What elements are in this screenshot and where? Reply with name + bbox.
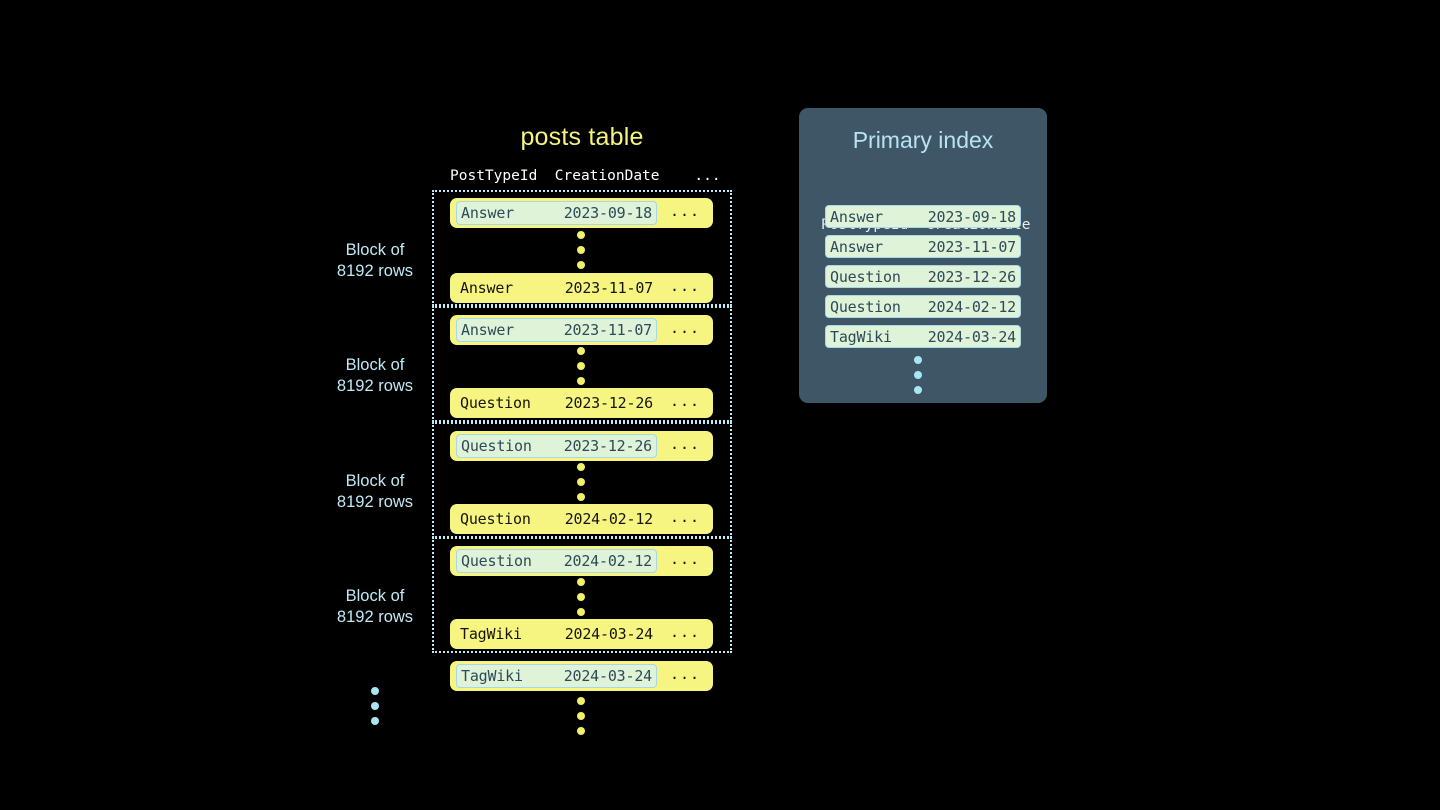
block-container-4 [432, 537, 732, 653]
row-creation-date: 2024-02-12 [564, 510, 654, 528]
row-post-type-id: TagWiki [461, 667, 523, 685]
table-row: Question 2023-12-26 ... [450, 388, 713, 418]
row-creation-date: 2024-03-24 [563, 667, 653, 685]
index-entry: Question 2023-12-26 [825, 265, 1021, 288]
ellipsis-dot [577, 362, 585, 370]
table-trailing-ellipsis-dots [577, 697, 585, 735]
posts-table-title: posts table [520, 123, 644, 151]
blocks-continuation-ellipsis-dots [371, 687, 379, 725]
index-entry-creation-date: 2023-09-18 [927, 207, 1017, 226]
table-row: Question 2024-02-12 ... [450, 504, 713, 534]
row-key-box: Question 2024-02-12 [456, 507, 657, 531]
row-post-type-id: Question [460, 394, 531, 412]
row-post-type-id: Answer [460, 279, 513, 297]
index-entry: Answer 2023-09-18 [825, 205, 1021, 228]
index-entry-creation-date: 2024-03-24 [927, 327, 1017, 346]
primary-index-ellipsis-dots [914, 356, 922, 394]
ellipsis-dot [371, 687, 379, 695]
row-key-box: TagWiki 2024-03-24 [456, 664, 657, 688]
row-more-columns: ... [669, 549, 701, 568]
ellipsis-dot [577, 246, 585, 254]
row-key-box: Answer 2023-11-07 [456, 276, 657, 300]
primary-index-panel: Primary index PostTypeId CreationDate An… [799, 108, 1047, 403]
table-row: Question 2023-12-26 ... [450, 431, 713, 461]
ellipsis-dot [914, 386, 922, 394]
index-entry-creation-date: 2024-02-12 [927, 297, 1017, 316]
row-creation-date: 2023-11-07 [563, 321, 653, 339]
row-key-box: Question 2023-12-26 [456, 391, 657, 415]
table-row-trailing: TagWiki 2024-03-24 ... [450, 661, 713, 691]
ellipsis-dot [577, 697, 585, 705]
row-key-box: Question 2024-02-12 [456, 549, 657, 573]
index-entry-post-type-id: Question [830, 297, 901, 316]
index-entry-creation-date: 2023-11-07 [927, 237, 1017, 256]
table-row: Question 2024-02-12 ... [450, 546, 713, 576]
row-creation-date: 2023-11-07 [564, 279, 654, 297]
row-post-type-id: Answer [461, 321, 514, 339]
ellipsis-dot [914, 356, 922, 364]
row-ellipsis-dots-3 [577, 463, 585, 501]
ellipsis-dot [577, 593, 585, 601]
index-entry-creation-date: 2023-12-26 [927, 267, 1017, 286]
index-entry-post-type-id: Answer [830, 207, 883, 226]
row-post-type-id: Question [460, 510, 531, 528]
row-creation-date: 2023-09-18 [563, 204, 653, 222]
block-label-3: Block of 8192 rows [336, 472, 414, 511]
index-entry: TagWiki 2024-03-24 [825, 325, 1021, 348]
posts-table-column-headers: PostTypeId CreationDate ... [450, 168, 721, 184]
row-more-columns: ... [669, 664, 701, 683]
row-post-type-id: Question [461, 552, 532, 570]
row-key-box: Answer 2023-11-07 [456, 318, 657, 342]
ellipsis-dot [577, 478, 585, 486]
table-row: Answer 2023-11-07 ... [450, 273, 713, 303]
ellipsis-dot [914, 371, 922, 379]
ellipsis-dot [371, 717, 379, 725]
row-more-columns: ... [669, 507, 701, 526]
row-creation-date: 2023-12-26 [564, 394, 654, 412]
ellipsis-dot [577, 493, 585, 501]
row-more-columns: ... [669, 276, 701, 295]
row-ellipsis-dots-2 [577, 347, 585, 385]
ellipsis-dot [577, 377, 585, 385]
ellipsis-dot [371, 702, 379, 710]
primary-index-title: Primary index [852, 127, 994, 153]
row-more-columns: ... [669, 201, 701, 220]
ellipsis-dot [577, 347, 585, 355]
index-entry-post-type-id: TagWiki [830, 327, 892, 346]
row-more-columns: ... [669, 391, 701, 410]
row-key-box: Question 2023-12-26 [456, 434, 657, 458]
block-container-1 [432, 190, 732, 306]
row-more-columns: ... [669, 318, 701, 337]
row-post-type-id: Answer [461, 204, 514, 222]
row-creation-date: 2024-03-24 [564, 625, 654, 643]
ellipsis-dot [577, 231, 585, 239]
ellipsis-dot [577, 261, 585, 269]
row-more-columns: ... [669, 434, 701, 453]
row-key-box: TagWiki 2024-03-24 [456, 622, 657, 646]
ellipsis-dot [577, 578, 585, 586]
index-entry: Question 2024-02-12 [825, 295, 1021, 318]
block-label-4: Block of 8192 rows [336, 587, 414, 626]
block-label-1: Block of 8192 rows [336, 241, 414, 280]
table-row: Answer 2023-09-18 ... [450, 198, 713, 228]
index-entry: Answer 2023-11-07 [825, 235, 1021, 258]
ellipsis-dot [577, 727, 585, 735]
row-ellipsis-dots-4 [577, 578, 585, 616]
row-post-type-id: Question [461, 437, 532, 455]
ellipsis-dot [577, 608, 585, 616]
row-creation-date: 2023-12-26 [563, 437, 653, 455]
table-row: TagWiki 2024-03-24 ... [450, 619, 713, 649]
row-key-box: Answer 2023-09-18 [456, 201, 657, 225]
index-entry-post-type-id: Question [830, 267, 901, 286]
block-container-2 [432, 306, 732, 422]
row-ellipsis-dots-1 [577, 231, 585, 269]
row-post-type-id: TagWiki [460, 625, 522, 643]
table-row: Answer 2023-11-07 ... [450, 315, 713, 345]
row-creation-date: 2024-02-12 [563, 552, 653, 570]
block-label-2: Block of 8192 rows [336, 356, 414, 395]
ellipsis-dot [577, 463, 585, 471]
index-entry-post-type-id: Answer [830, 237, 883, 256]
ellipsis-dot [577, 712, 585, 720]
row-more-columns: ... [669, 622, 701, 641]
